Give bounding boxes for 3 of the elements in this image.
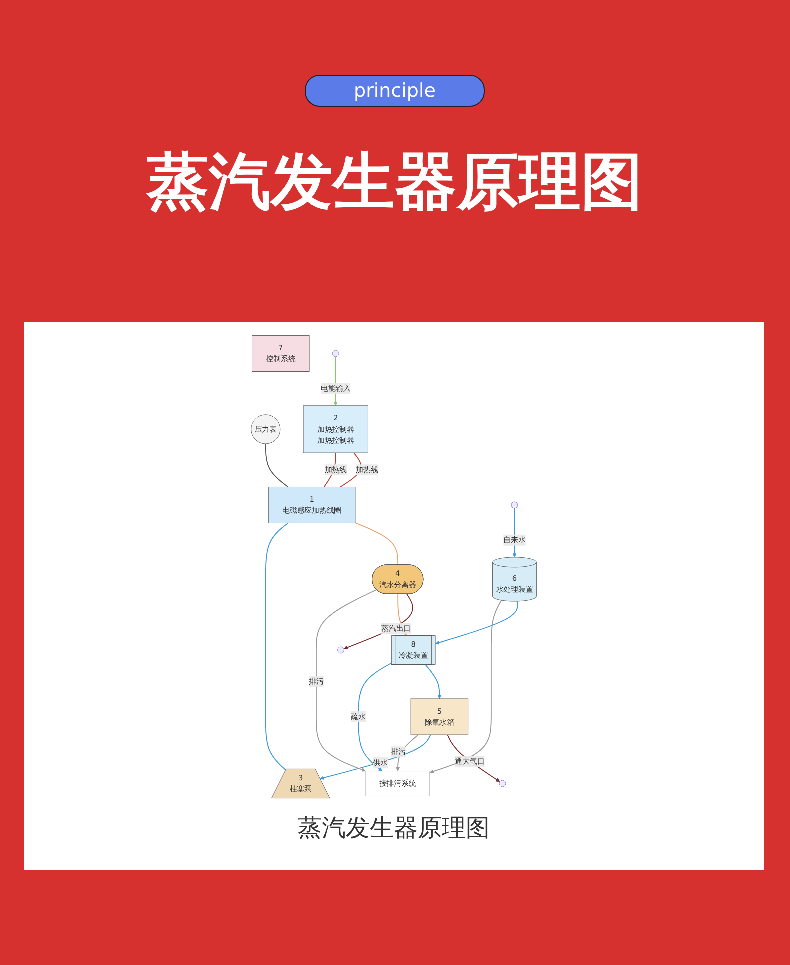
title-badge: principle [305,75,485,107]
caption: 蒸汽发生器原理图 [297,813,491,844]
title: 蒸汽发生器原理图 [145,144,644,220]
